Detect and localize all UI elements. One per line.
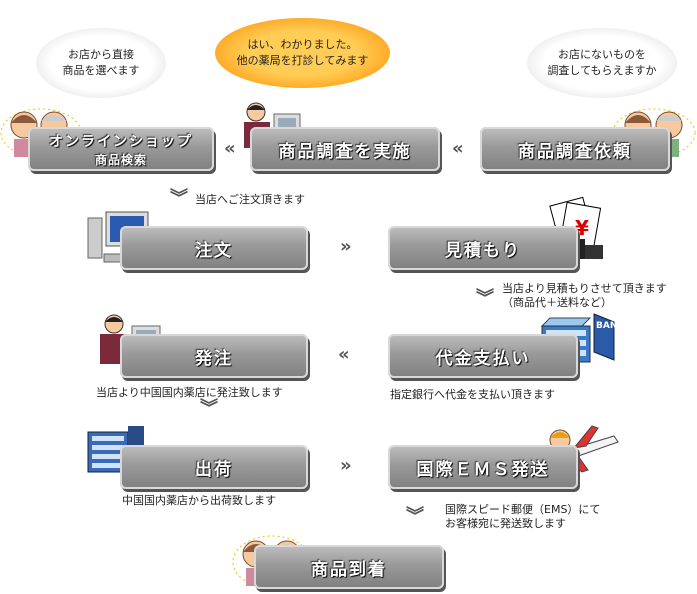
ems-step[interactable]: 国際ＥＭＳ発送 xyxy=(388,445,578,489)
ems-note-line1: 国際スピード郵便（EMS）にて xyxy=(445,503,601,516)
estimate-step[interactable]: 見積もり xyxy=(388,226,578,270)
ems-note-line2: お客様宛に発送致します xyxy=(445,517,566,530)
place-order-step[interactable]: 発注 xyxy=(120,334,308,378)
bubble-left-line1: お店から直接 xyxy=(68,48,134,61)
speech-bubble-left: お店から直接 商品を選べます xyxy=(36,28,166,98)
arrow-right-icon: » xyxy=(340,455,351,476)
bubble-right-line1: お店にないものを xyxy=(558,48,646,61)
estimate-label: 見積もり xyxy=(445,240,521,261)
estimate-note-line1: 当店より見積もりさせて頂きます xyxy=(502,282,667,295)
bubble-center-line2: 他の薬局を打診してみます xyxy=(236,54,369,67)
bubble-left-line2: 商品を選べます xyxy=(62,64,140,77)
arrow-left-icon: « xyxy=(452,138,463,159)
speech-bubble-right: お店にないものを 調査してもらえますか xyxy=(527,28,677,98)
ship-step[interactable]: 出荷 xyxy=(120,445,308,489)
payment-note: 指定銀行へ代金を支払い頂きます xyxy=(390,388,555,401)
arrow-down-icon: ︾ xyxy=(200,398,218,419)
estimate-note: 当店より見積もりさせて頂きます （商品代＋送料など） xyxy=(502,282,667,310)
arrival-step[interactable]: 商品到着 xyxy=(254,545,444,589)
place-order-label: 発注 xyxy=(195,348,233,369)
arrow-down-icon: ︾ xyxy=(170,188,188,209)
place-order-note: 当店より中国国内薬店に発注致します xyxy=(96,386,283,399)
ems-note: 国際スピード郵便（EMS）にて お客様宛に発送致します xyxy=(445,503,600,531)
online-shop-title: オンラインショップ xyxy=(49,133,193,150)
arrow-left-icon: « xyxy=(338,344,349,365)
arrow-down-icon: ︾ xyxy=(406,506,424,527)
speech-bubble-center: はい、わかりました。 他の薬局を打診してみます xyxy=(215,18,390,88)
arrival-label: 商品到着 xyxy=(311,559,387,580)
online-shop-subtitle: 商品検索 xyxy=(94,152,147,167)
bank-sign-text: BANK xyxy=(596,321,618,331)
ship-label: 出荷 xyxy=(195,459,233,480)
estimate-note-line2: （商品代＋送料など） xyxy=(502,296,612,309)
order-note: 当店へご注文頂きます xyxy=(195,193,305,206)
arrow-right-icon: » xyxy=(340,236,351,257)
arrow-left-icon: « xyxy=(224,138,235,159)
payment-label: 代金支払い xyxy=(435,348,531,369)
payment-step[interactable]: 代金支払い xyxy=(388,334,578,378)
online-shop-step[interactable]: オンラインショップ 商品検索 xyxy=(28,127,214,171)
bubble-center-line1: はい、わかりました。 xyxy=(247,38,358,51)
svg-text:¥: ¥ xyxy=(575,216,589,240)
ship-note: 中国国内薬店から出荷致します xyxy=(122,494,276,507)
survey-do-step[interactable]: 商品調査を実施 xyxy=(250,127,440,171)
survey-request-label: 商品調査依頼 xyxy=(518,141,632,162)
order-step[interactable]: 注文 xyxy=(120,226,308,270)
order-label: 注文 xyxy=(195,240,233,261)
arrow-down-icon: ︾ xyxy=(476,288,494,309)
bubble-right-line2: 調査してもらえますか xyxy=(547,64,657,77)
ems-label: 国際ＥＭＳ発送 xyxy=(416,459,550,480)
survey-do-label: 商品調査を実施 xyxy=(278,141,412,162)
survey-request-step[interactable]: 商品調査依頼 xyxy=(480,127,670,171)
